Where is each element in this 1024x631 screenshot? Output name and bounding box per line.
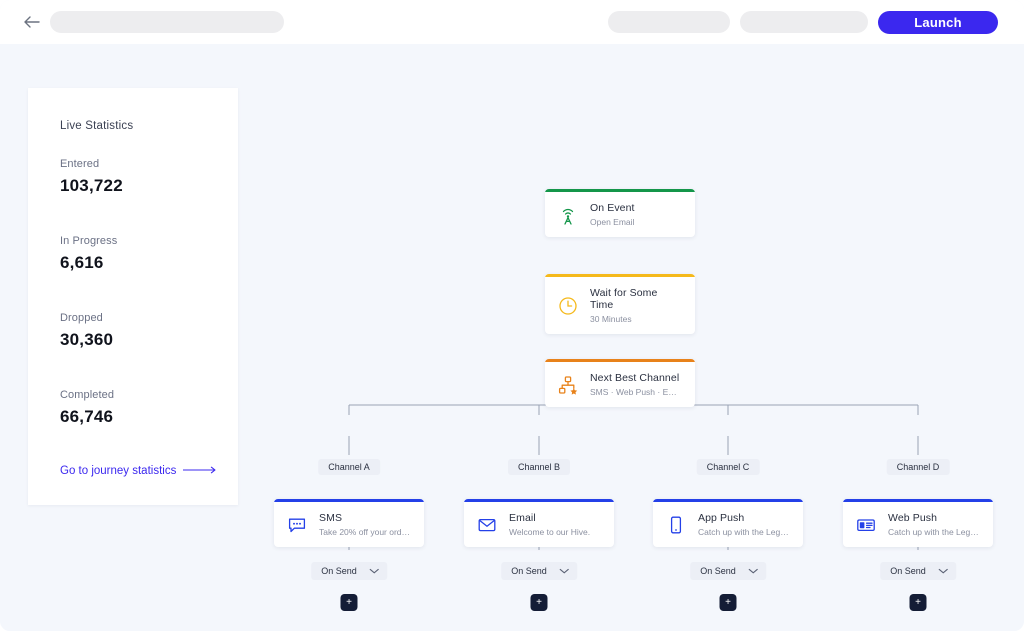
add-step-button-c[interactable]: + [719, 594, 737, 611]
clock-icon [557, 295, 579, 317]
stat-label: In Progress [60, 235, 118, 247]
panel-title: Live Statistics [60, 120, 134, 132]
node-next-best-channel[interactable]: Next Best Channel SMS · Web Push · Email [545, 359, 695, 407]
stat-value: 103,722 [60, 176, 123, 195]
node-accent-bar [843, 499, 993, 502]
node-email[interactable]: Email Welcome to our Hive. [464, 499, 614, 547]
on-send-label: On Send [890, 566, 926, 576]
envelope-icon [476, 514, 498, 536]
stat-entered: Entered 103,722 [60, 158, 123, 196]
on-send-dropdown-d[interactable]: On Send [880, 562, 956, 580]
node-wait-for-some-time[interactable]: Wait for Some Time 30 Minutes [545, 274, 695, 334]
chevron-down-icon [748, 566, 758, 576]
live-statistics-panel: Live Statistics Entered 103,722 In Progr… [28, 88, 238, 505]
node-title: Web Push [888, 512, 938, 524]
node-web-push[interactable]: Web Push Catch up with the Legends! [843, 499, 993, 547]
node-subtitle: 30 Minutes [590, 314, 632, 324]
node-accent-bar [274, 499, 424, 502]
node-subtitle: Open Email [590, 217, 635, 227]
flow-canvas[interactable]: On Event Open Email Wait fo [0, 44, 1024, 631]
stat-in-progress: In Progress 6,616 [60, 235, 117, 273]
browser-notification-icon [855, 514, 877, 536]
arrow-left-icon[interactable] [22, 13, 42, 31]
node-app-push[interactable]: App Push Catch up with the Legends! [653, 499, 803, 547]
stat-value: 6,616 [60, 253, 104, 272]
node-title: SMS [319, 512, 343, 524]
mobile-phone-icon [665, 514, 687, 536]
broadcast-tower-icon [557, 204, 579, 226]
node-subtitle: Welcome to our Hive. [509, 527, 591, 537]
on-send-label: On Send [700, 566, 736, 576]
channel-tag-d[interactable]: Channel D [886, 459, 950, 475]
add-step-button-a[interactable]: + [340, 594, 358, 611]
on-send-dropdown-b[interactable]: On Send [501, 562, 577, 580]
toolbar-placeholder-a[interactable] [608, 11, 730, 33]
top-bar: Launch [0, 0, 1024, 44]
chevron-down-icon [559, 566, 569, 576]
arrow-right-icon [182, 465, 217, 477]
on-send-label: On Send [511, 566, 547, 576]
node-accent-bar [464, 499, 614, 502]
stat-label: Entered [60, 158, 100, 170]
node-accent-bar [545, 189, 695, 192]
node-title: Next Best Channel [590, 372, 680, 384]
stat-dropped: Dropped 30,360 [60, 312, 113, 350]
node-on-event[interactable]: On Event Open Email [545, 189, 695, 237]
chevron-down-icon [938, 566, 948, 576]
node-sms[interactable]: SMS Take 20% off your order with code ..… [274, 499, 424, 547]
on-send-dropdown-a[interactable]: On Send [311, 562, 387, 580]
channel-tag-c[interactable]: Channel C [696, 459, 760, 475]
on-send-dropdown-c[interactable]: On Send [690, 562, 766, 580]
node-subtitle: Take 20% off your order with code ... [319, 527, 412, 537]
launch-button[interactable]: Launch [878, 11, 998, 34]
node-title: App Push [698, 512, 745, 524]
on-send-label: On Send [321, 566, 357, 576]
add-step-button-b[interactable]: + [530, 594, 548, 611]
node-title: Email [509, 512, 536, 524]
node-subtitle: Catch up with the Legends! [698, 527, 791, 537]
stat-completed: Completed 66,746 [60, 389, 114, 427]
toolbar-placeholder-b[interactable] [740, 11, 868, 33]
channel-tag-a[interactable]: Channel A [318, 459, 380, 475]
branch-star-icon [557, 374, 579, 396]
node-subtitle: Catch up with the Legends! [888, 527, 981, 537]
chevron-down-icon [369, 566, 379, 576]
journey-name-input[interactable] [50, 11, 284, 33]
node-accent-bar [545, 359, 695, 362]
node-accent-bar [653, 499, 803, 502]
stat-label: Completed [60, 389, 115, 401]
stat-label: Dropped [60, 312, 103, 324]
link-label: Go to journey statistics [60, 465, 177, 477]
flow-nodes: On Event Open Email Wait fo [0, 44, 1024, 631]
go-to-journey-statistics-link[interactable]: Go to journey statistics [60, 465, 217, 477]
chat-bubble-icon [286, 514, 308, 536]
stat-value: 30,360 [60, 330, 114, 349]
node-subtitle: SMS · Web Push · Email [590, 387, 683, 397]
node-title: On Event [590, 202, 635, 214]
channel-tag-b[interactable]: Channel B [507, 459, 571, 475]
stat-value: 66,746 [60, 407, 114, 426]
node-title: Wait for Some Time [590, 287, 658, 311]
node-accent-bar [545, 274, 695, 277]
add-step-button-d[interactable]: + [909, 594, 927, 611]
